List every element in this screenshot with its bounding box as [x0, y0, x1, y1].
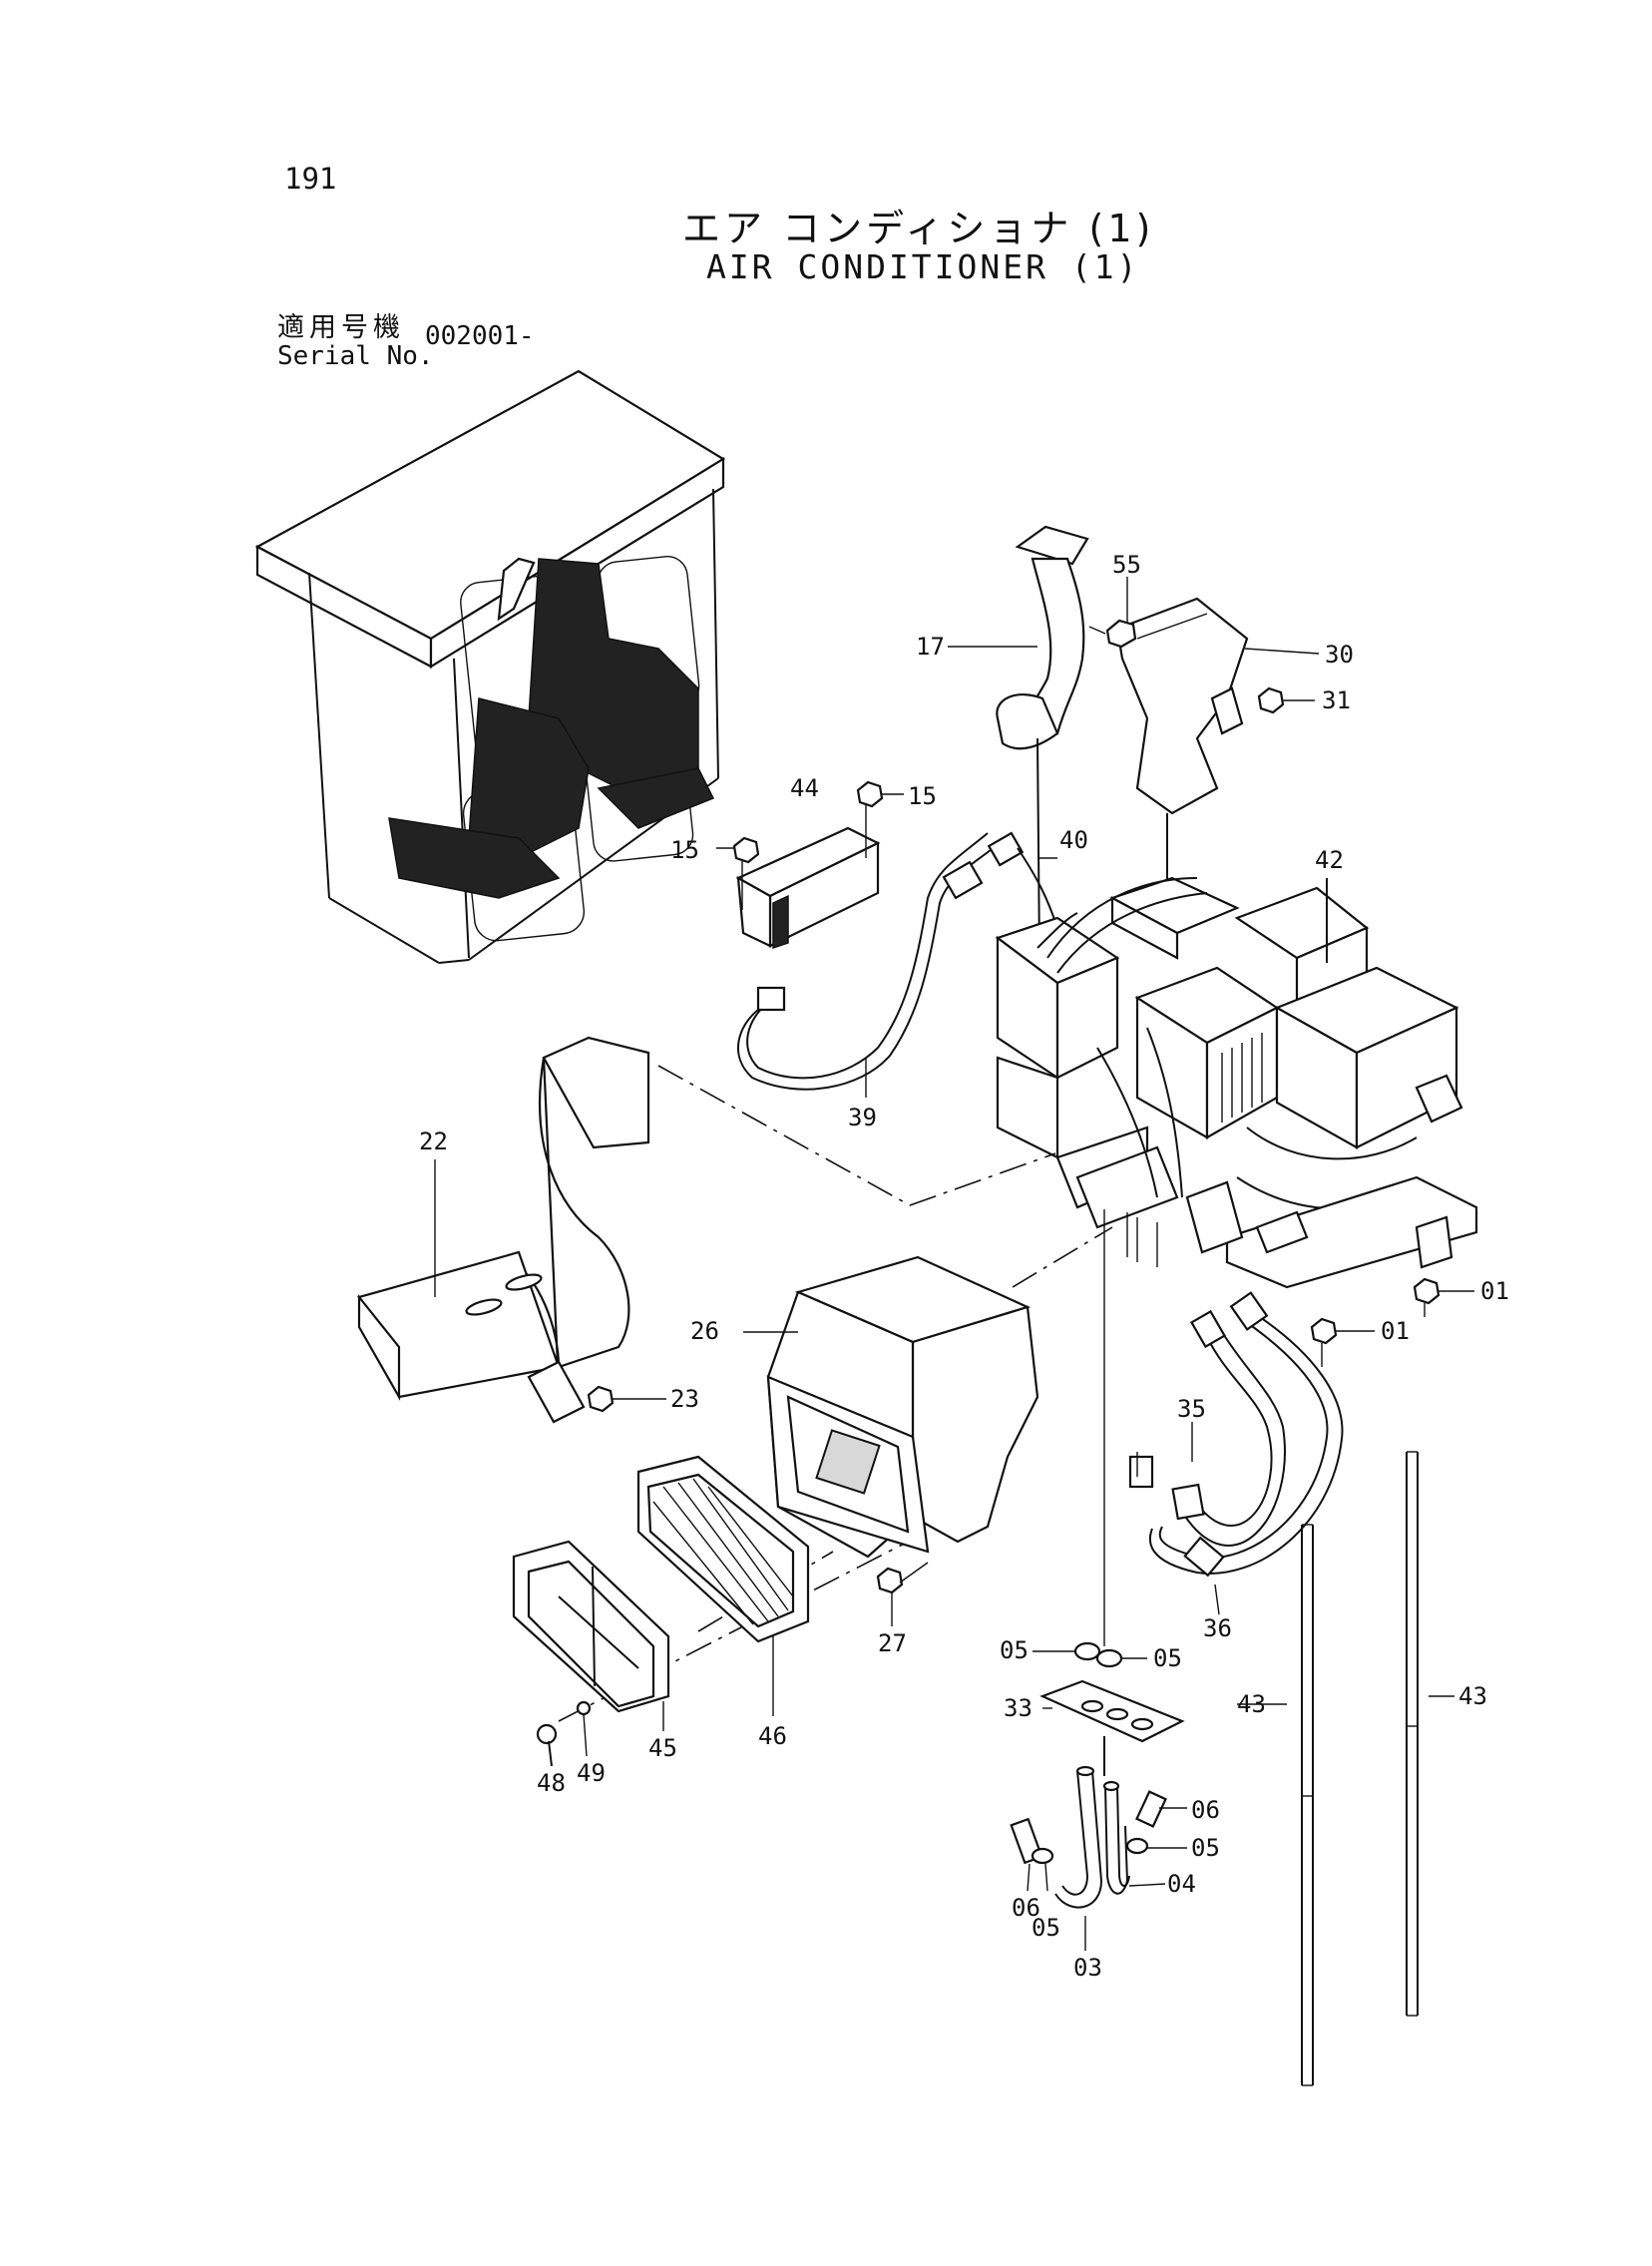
part-04-pipe — [1102, 1736, 1166, 1895]
callout-06-left: 06 — [1012, 1894, 1040, 1922]
callout-33: 33 — [1004, 1694, 1032, 1722]
part-22-floor-duct — [357, 1036, 650, 1424]
part-42-air-conditioner-unit — [995, 876, 1478, 1289]
part-33-plate — [1039, 1679, 1185, 1743]
bolt-15-right — [856, 780, 904, 808]
callout-05-lower-left: 05 — [1032, 1914, 1060, 1942]
callout-43-right: 43 — [1458, 1682, 1487, 1710]
callout-01-left: 01 — [1381, 1317, 1410, 1345]
page-title-english: AIR CONDITIONER (1) — [706, 247, 1140, 286]
bolt-01-left — [1310, 1317, 1375, 1367]
callout-05-lower-right: 05 — [1191, 1834, 1220, 1862]
part-17-vent-duct — [996, 525, 1089, 959]
callout-04: 04 — [1167, 1870, 1196, 1898]
callout-49: 49 — [577, 1759, 606, 1787]
callout-31: 31 — [1322, 686, 1351, 714]
screw-48 — [536, 1723, 558, 1767]
bolt-01-right — [1413, 1277, 1474, 1317]
callout-35: 35 — [1177, 1395, 1206, 1423]
cab-inset-drawing — [254, 369, 726, 964]
callout-leaders — [948, 646, 1454, 1709]
serial-number-value: 002001- — [425, 321, 535, 351]
clip-05-lower-left — [1031, 1847, 1054, 1892]
callout-22: 22 — [419, 1128, 448, 1155]
callout-45: 45 — [648, 1734, 677, 1762]
callout-43-left: 43 — [1237, 1690, 1266, 1718]
bolt-23 — [587, 1385, 666, 1413]
callout-05-upper-left: 05 — [1000, 1636, 1029, 1664]
bolt-27 — [876, 1562, 929, 1626]
callout-23: 23 — [670, 1385, 699, 1413]
callout-48: 48 — [537, 1769, 566, 1797]
callout-30: 30 — [1325, 641, 1354, 669]
page-number: 191 — [284, 162, 337, 196]
callout-01-right: 01 — [1480, 1277, 1509, 1305]
callout-17: 17 — [916, 633, 945, 661]
part-44-bracket — [735, 803, 881, 950]
callout-44: 44 — [790, 774, 819, 802]
callout-40: 40 — [1059, 826, 1088, 854]
part-30-duct — [1115, 597, 1249, 898]
callout-27: 27 — [878, 1629, 907, 1657]
callout-06-right: 06 — [1191, 1796, 1220, 1824]
callout-15-right: 15 — [908, 782, 937, 810]
callout-39: 39 — [848, 1104, 877, 1132]
bolt-31 — [1257, 686, 1315, 714]
callout-36: 36 — [1203, 1614, 1232, 1642]
bolt-55 — [1088, 577, 1137, 649]
part-26-blower-housing — [743, 1255, 1039, 1559]
clip-05-lower-right — [1125, 1837, 1187, 1855]
serial-label-japanese: 適用号機 — [277, 312, 405, 343]
part-45-filter-cover — [512, 1540, 670, 1731]
part-39-wire-harness — [736, 831, 1058, 1098]
page-title-japanese: エア コンディショナ (1) — [682, 207, 1155, 250]
part-43-tube-left — [1301, 1524, 1314, 2086]
clip-05-pair — [1032, 1641, 1147, 1668]
washer-49 — [576, 1700, 592, 1757]
serial-label-english: Serial No. — [277, 341, 434, 371]
callout-46: 46 — [758, 1722, 787, 1750]
fitting-06-right — [1135, 1790, 1187, 1828]
callout-42: 42 — [1315, 846, 1344, 874]
callout-15-left: 15 — [670, 836, 699, 864]
part-35-hose — [1128, 1309, 1286, 1547]
callout-05-upper-right: 05 — [1153, 1644, 1182, 1672]
part-43-tube-right — [1406, 1451, 1419, 2017]
callout-26: 26 — [690, 1317, 719, 1345]
callout-labels: 55 17 30 31 44 15 15 40 42 39 22 26 23 0… — [419, 551, 1509, 1982]
bolt-15-left — [716, 836, 760, 864]
callout-55: 55 — [1112, 551, 1141, 579]
callout-03: 03 — [1073, 1954, 1102, 1982]
part-03-pipe — [1054, 1765, 1103, 1951]
part-46-air-filter — [636, 1455, 810, 1716]
